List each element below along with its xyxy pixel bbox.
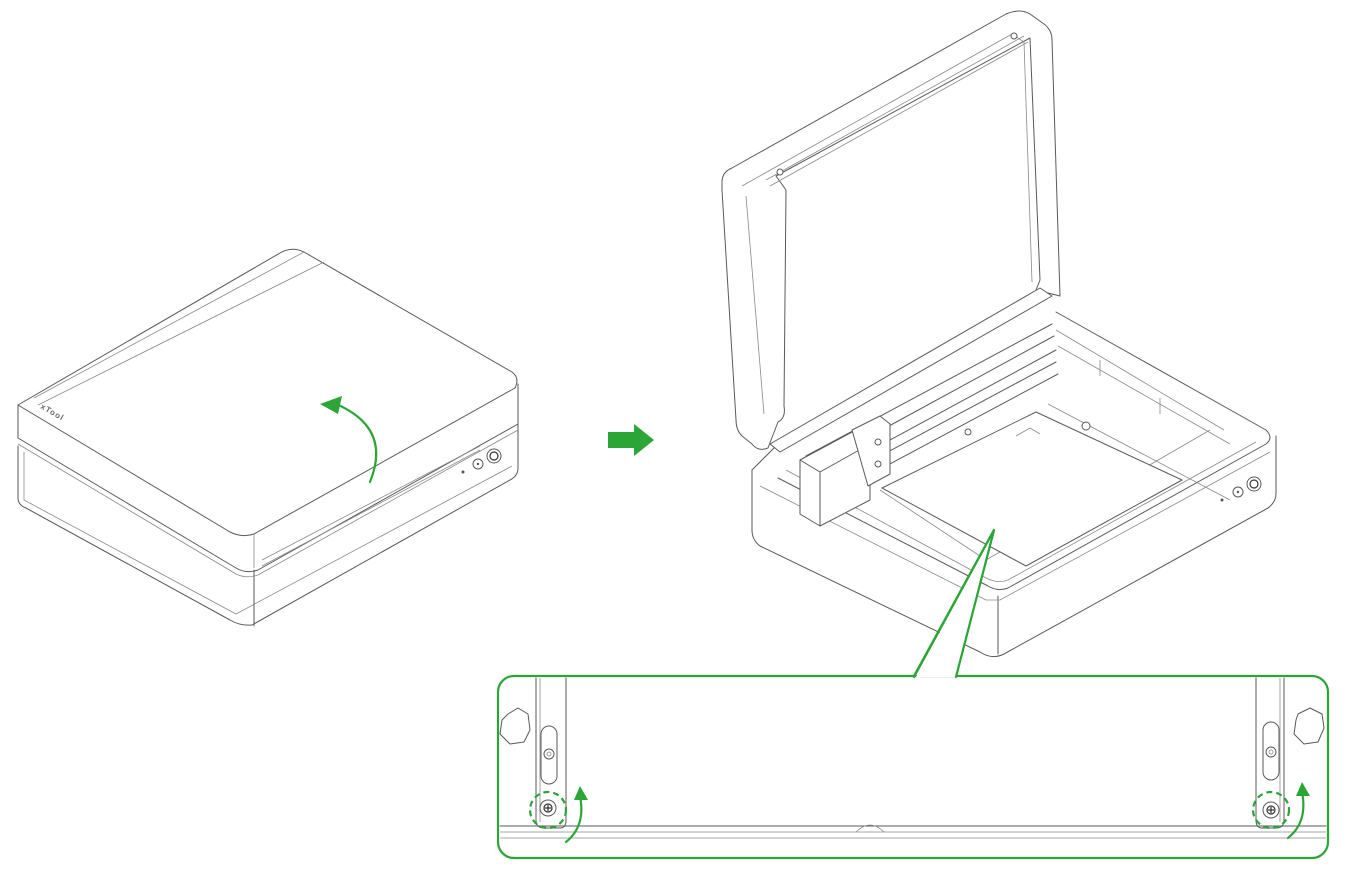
corner-knob-left xyxy=(499,707,531,745)
screw-icon xyxy=(539,799,557,817)
curved-arrow-icon xyxy=(320,396,378,484)
lid-top xyxy=(17,248,518,406)
rotate-arrow-icon xyxy=(564,786,588,844)
detail-callout xyxy=(496,528,1330,860)
screw-icon-2 xyxy=(1262,801,1280,819)
lid-seam xyxy=(17,423,519,573)
detail-box xyxy=(496,674,1330,860)
power-button xyxy=(486,448,502,464)
corner-knob-right xyxy=(1293,707,1325,745)
machine-base xyxy=(17,417,519,626)
right-arrow-icon xyxy=(608,424,654,456)
closed-machine: xTool xyxy=(17,248,519,627)
highlight-screw-right xyxy=(1251,790,1291,830)
detail-interior xyxy=(499,677,1327,844)
lid-front-edge xyxy=(17,387,516,537)
power-button-2 xyxy=(1246,476,1262,492)
rotate-arrow-icon-2 xyxy=(1286,782,1310,840)
open-base xyxy=(751,435,1277,658)
highlight-screw-left xyxy=(528,790,568,830)
open-machine xyxy=(721,10,1277,658)
laser-head xyxy=(799,431,871,527)
open-lid xyxy=(721,10,1061,450)
work-bed xyxy=(881,411,1183,567)
